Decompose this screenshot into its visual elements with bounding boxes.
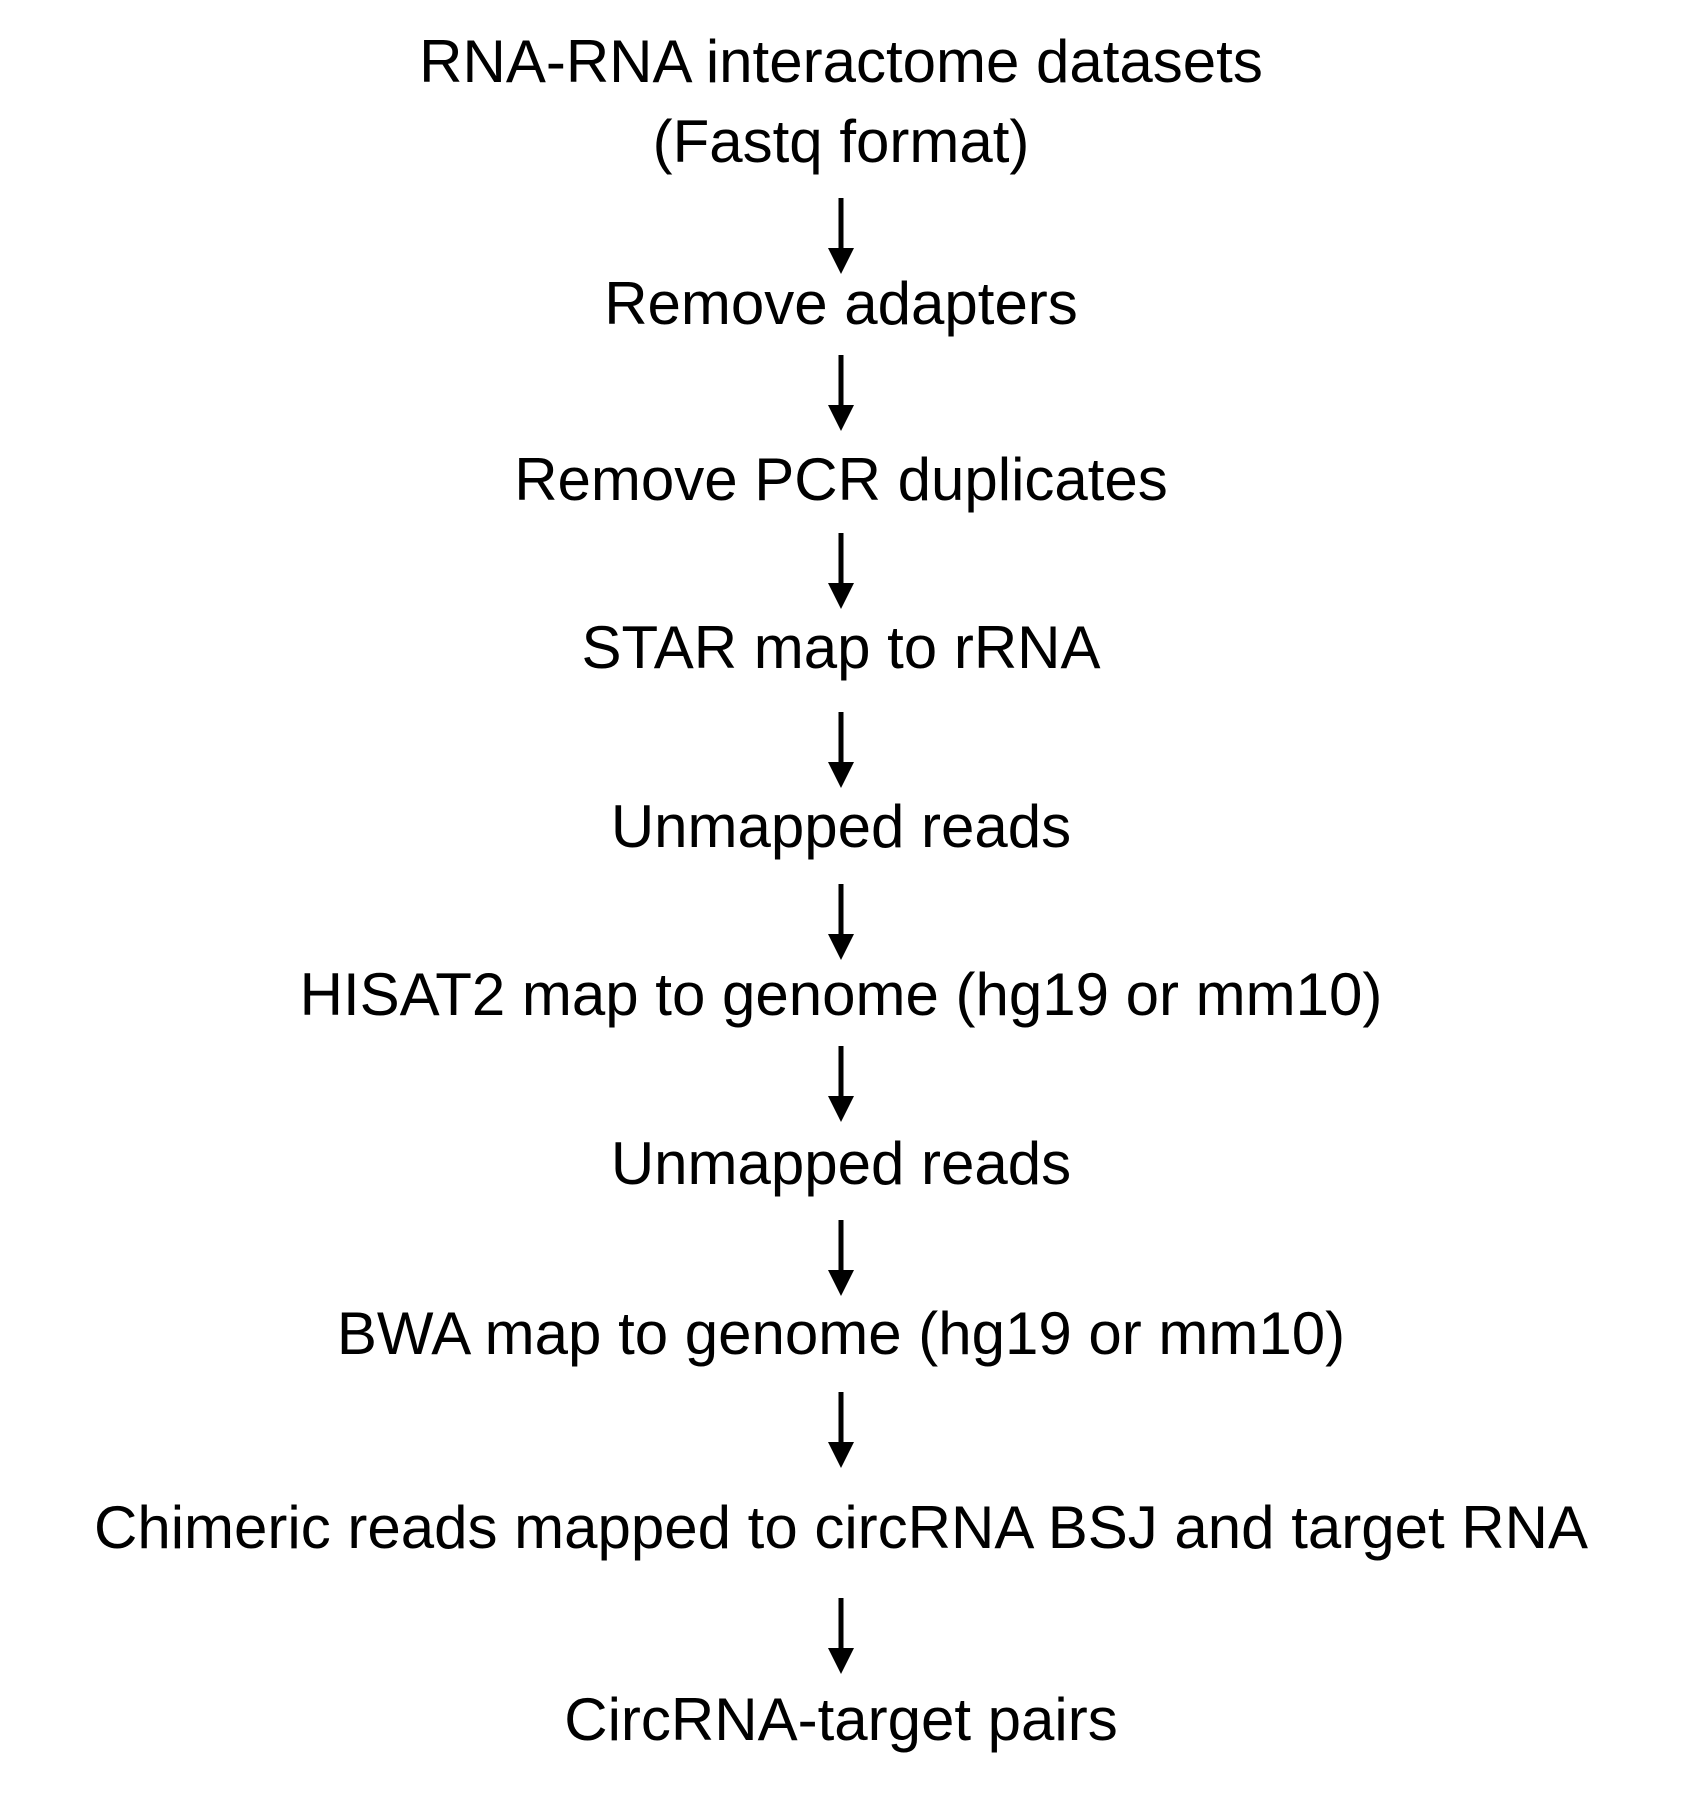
step-remove-adapters: Remove adapters [604, 270, 1078, 337]
step-unmapped-reads-2: Unmapped reads [610, 1130, 1072, 1197]
down-arrow-icon [828, 1598, 854, 1674]
down-arrow-icon [828, 355, 854, 431]
down-arrow-icon [828, 198, 854, 274]
step-star-map-rrna: STAR map to rRNA [581, 614, 1101, 681]
down-arrow-icon [828, 533, 854, 609]
down-arrow-icon [828, 1046, 854, 1122]
down-arrow-icon [828, 712, 854, 788]
step-chimeric-reads: Chimeric reads mapped to circRNA BSJ and… [94, 1494, 1588, 1561]
step-fastq-format: (Fastq format) [652, 108, 1030, 175]
down-arrow-icon [828, 1220, 854, 1296]
step-bwa-map-genome: BWA map to genome (hg19 or mm10) [336, 1300, 1346, 1367]
down-arrow-icon [828, 1392, 854, 1468]
step-unmapped-reads-1: Unmapped reads [610, 793, 1072, 860]
down-arrow-icon [828, 884, 854, 960]
step-hisat2-map-genome: HISAT2 map to genome (hg19 or mm10) [299, 961, 1383, 1028]
step-interactome-datasets: RNA-RNA interactome datasets [419, 28, 1263, 95]
step-remove-pcr-duplicates: Remove PCR duplicates [514, 446, 1168, 513]
step-circrna-target-pairs: CircRNA-target pairs [564, 1686, 1118, 1753]
